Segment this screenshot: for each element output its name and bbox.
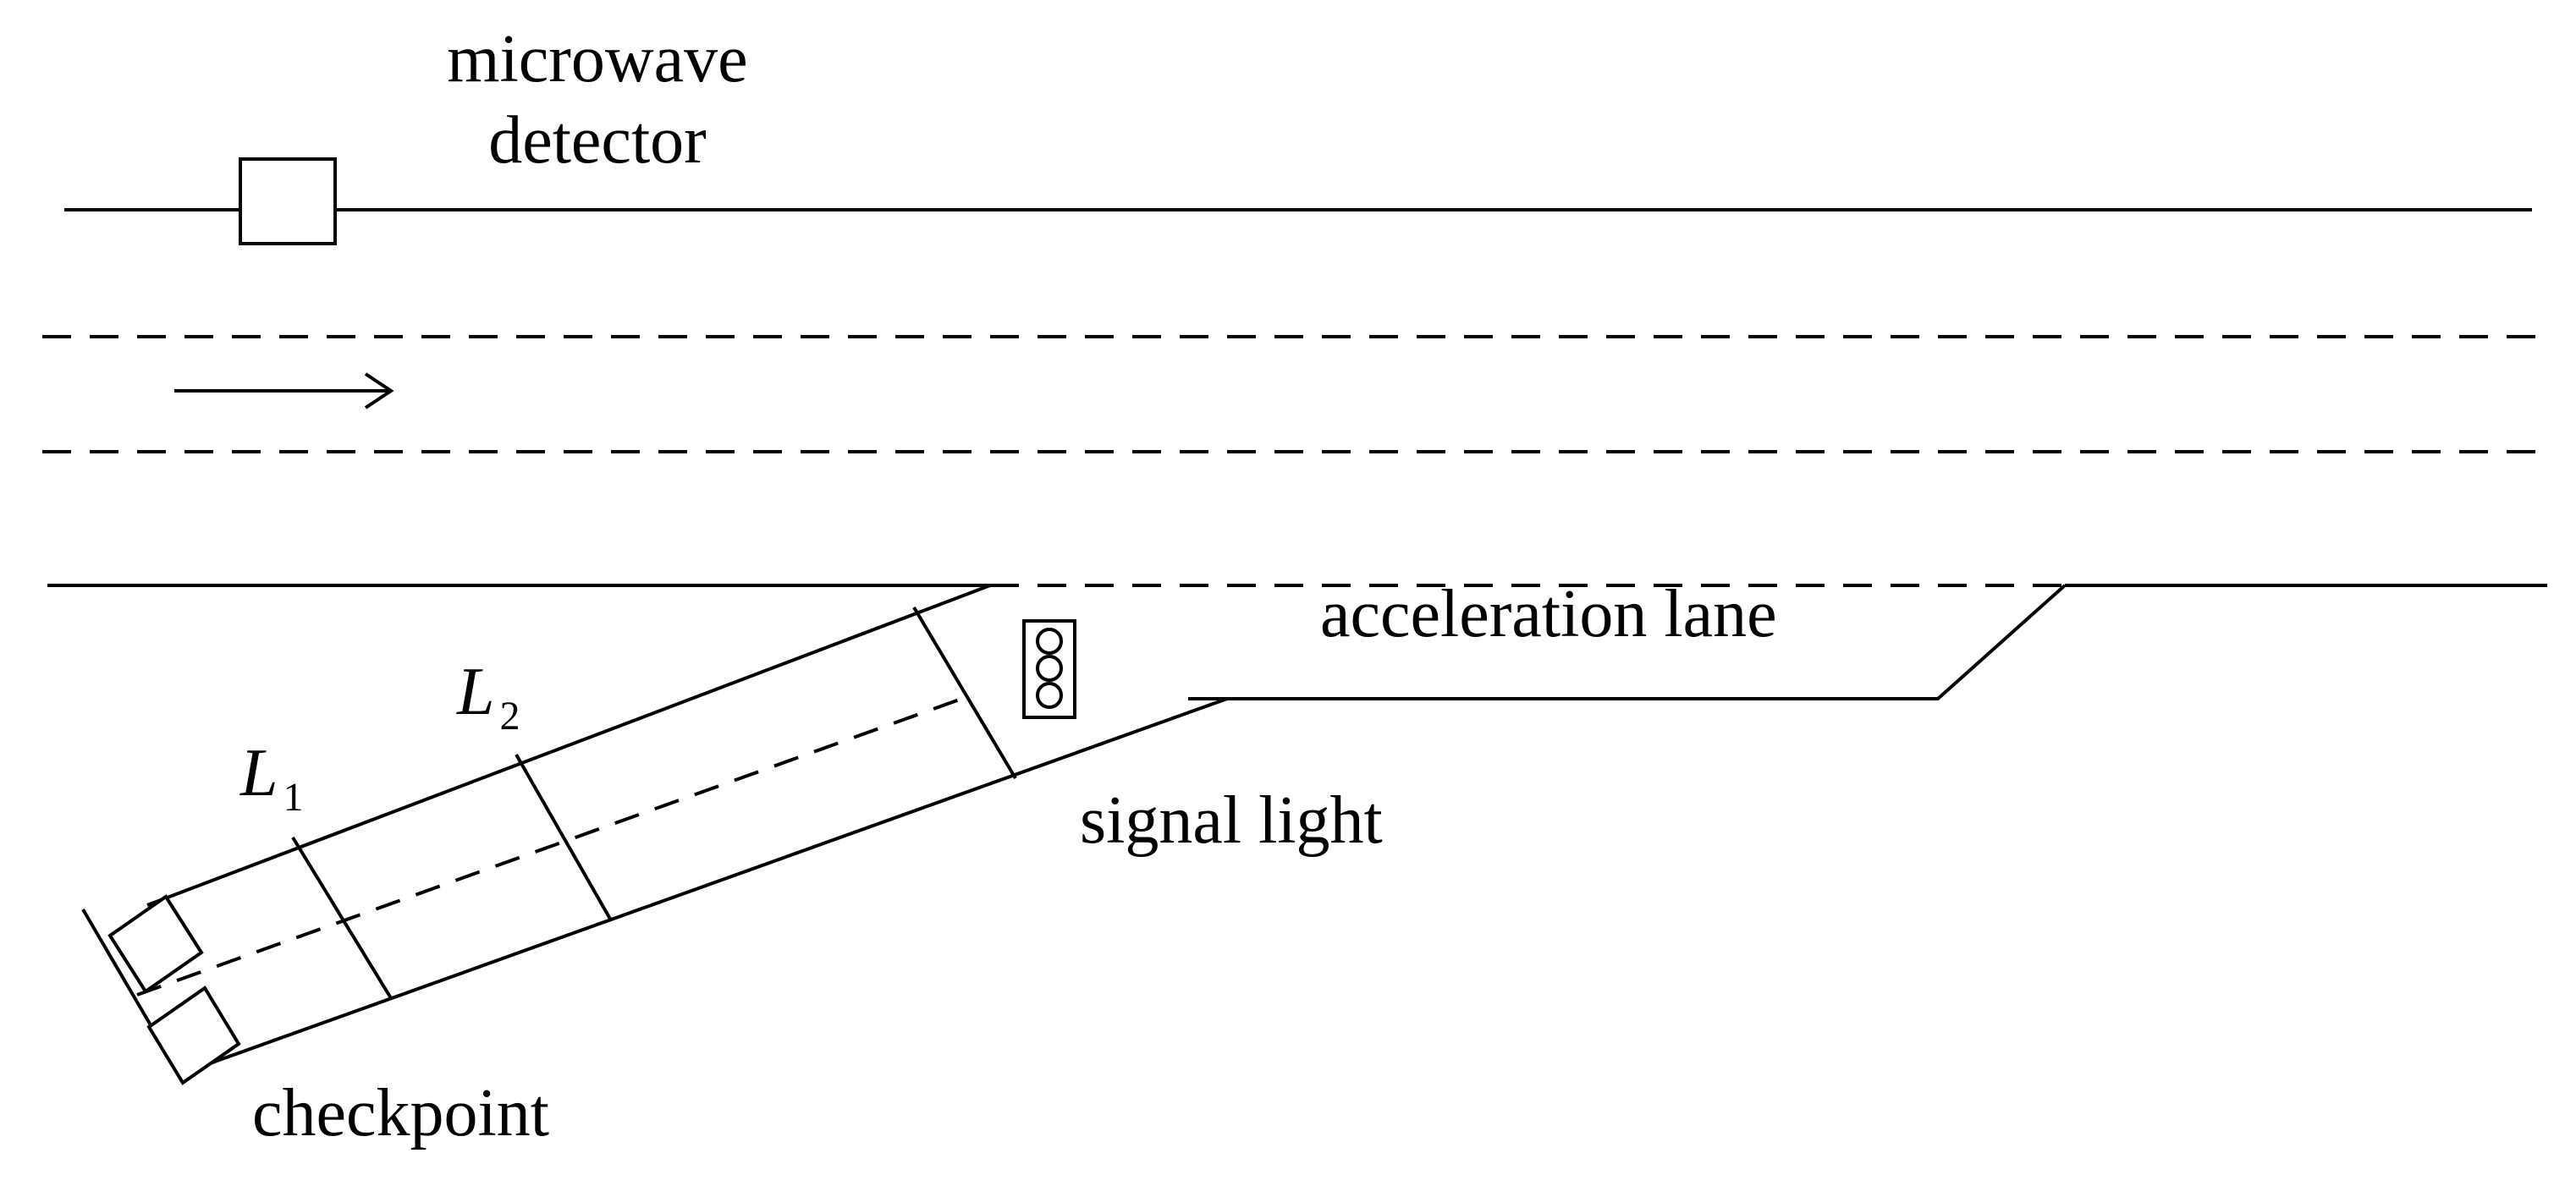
- l2-letter: L: [456, 655, 495, 729]
- l1-letter: L: [239, 736, 278, 810]
- ramp-lower-edge: [179, 697, 1228, 1076]
- toll-booth-icon: [107, 894, 241, 1085]
- acceleration-lane-label: acceleration lane: [1320, 577, 1777, 651]
- ramp-center-divider: [136, 695, 967, 997]
- detector-label: detector: [488, 103, 707, 178]
- ramp-upper-edge: [146, 584, 991, 907]
- mainline-road: [42, 208, 2547, 587]
- stop-line: [912, 606, 1017, 780]
- checkpoint-booth-lower: [146, 986, 241, 1085]
- microwave-detector-icon: [239, 157, 337, 245]
- acceleration-lane-outline: [1188, 584, 2067, 700]
- labels: microwave detector acceleration lane sig…: [239, 22, 1777, 1150]
- microwave-label: microwave: [447, 22, 747, 96]
- l2-queue-line: [515, 754, 613, 921]
- l1-queue-line: [291, 836, 393, 1000]
- traffic-light-icon: [1022, 619, 1076, 719]
- l2-subscript: 2: [500, 694, 520, 739]
- signal-light-label: signal light: [1080, 783, 1383, 858]
- on-ramp: [81, 584, 1228, 1076]
- arrow-right-icon: [174, 372, 394, 409]
- l1-subscript: 1: [283, 775, 304, 820]
- checkpoint-label: checkpoint: [252, 1076, 549, 1150]
- checkpoint-booth-upper: [107, 894, 204, 994]
- acceleration-lane: [1188, 584, 2067, 700]
